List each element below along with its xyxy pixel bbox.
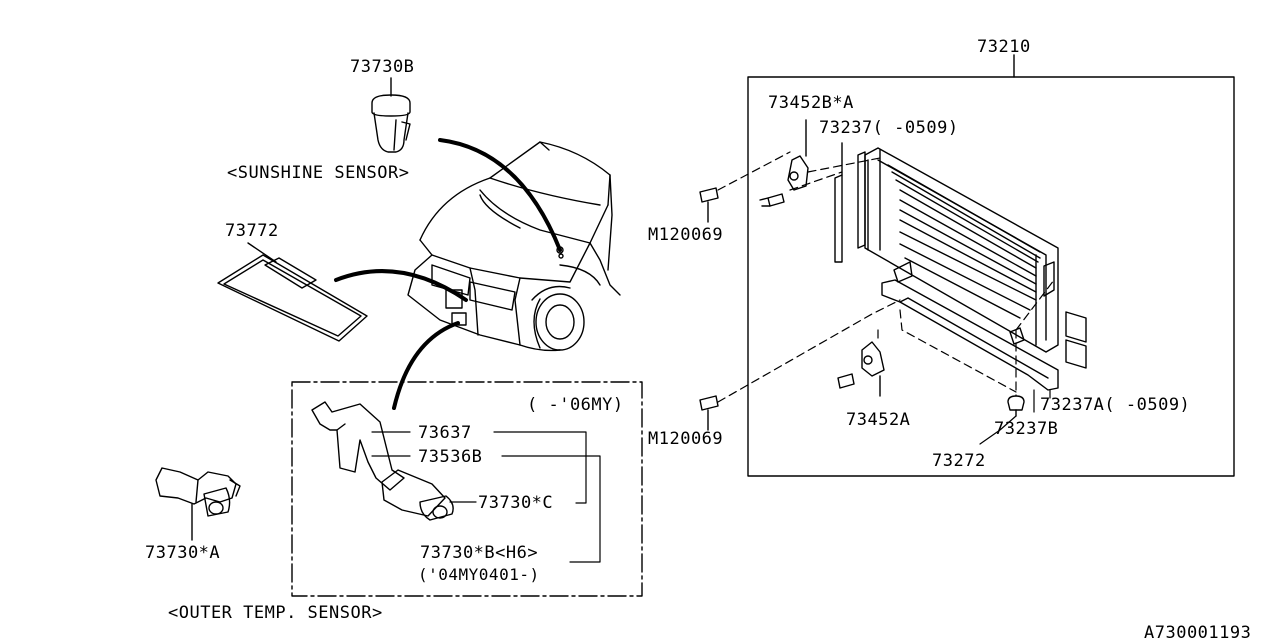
label-73237B: 73237B bbox=[994, 419, 1058, 439]
label-leaders bbox=[371, 389, 1051, 563]
caption-outer-temp-sensor: <OUTER TEMP. SENSOR> bbox=[168, 603, 383, 623]
sunshine-sensor-drawing bbox=[371, 77, 411, 153]
seal-bottom-drawing bbox=[881, 279, 1059, 391]
bolts-drawing bbox=[699, 187, 719, 431]
sensor-pad-drawing bbox=[217, 242, 368, 342]
diagram-id: A730001193 bbox=[1144, 623, 1251, 640]
label-73730-C: 73730*C bbox=[478, 493, 553, 513]
label-73730B: 73730B bbox=[350, 57, 414, 77]
caption-year-range: ( -'06MY) bbox=[527, 395, 624, 415]
label-M120069-top: M120069 bbox=[648, 225, 723, 245]
pin-73272-drawing bbox=[1007, 395, 1025, 417]
label-73536B: 73536B bbox=[418, 447, 482, 467]
seal-73237-drawing bbox=[834, 142, 866, 263]
label-73210: 73210 bbox=[977, 37, 1031, 57]
pads-73237A-drawing bbox=[1065, 311, 1087, 369]
label-73772: 73772 bbox=[225, 221, 279, 241]
bracket-lower-drawing bbox=[837, 341, 885, 397]
sensor-bracket-drawing bbox=[311, 401, 454, 521]
car-front-drawing bbox=[407, 141, 621, 352]
label-73730-B-H6: 73730*B<H6> bbox=[420, 543, 538, 563]
outer-temp-frame bbox=[291, 381, 643, 597]
label-04MY0401: ('04MY0401-) bbox=[418, 565, 540, 584]
label-73237-0509: 73237( -0509) bbox=[819, 118, 959, 138]
label-73452B-A: 73452B*A bbox=[768, 93, 854, 113]
bracket-upper-drawing bbox=[759, 119, 809, 207]
label-73237A-0509: 73237A( -0509) bbox=[1040, 395, 1190, 415]
condenser-drawing bbox=[864, 147, 1059, 353]
caption-sunshine-sensor: <SUNSHINE SENSOR> bbox=[227, 163, 410, 183]
label-73272: 73272 bbox=[932, 451, 986, 471]
label-73637: 73637 bbox=[418, 423, 472, 443]
label-73452A: 73452A bbox=[846, 410, 910, 430]
sensor-73730A-drawing bbox=[155, 467, 241, 541]
label-73730-A: 73730*A bbox=[145, 543, 220, 563]
label-M120069-bottom: M120069 bbox=[648, 429, 723, 449]
condenser-frame bbox=[747, 54, 1235, 477]
leader-curves bbox=[334, 138, 562, 410]
assembly-dash-lines bbox=[717, 151, 1055, 403]
